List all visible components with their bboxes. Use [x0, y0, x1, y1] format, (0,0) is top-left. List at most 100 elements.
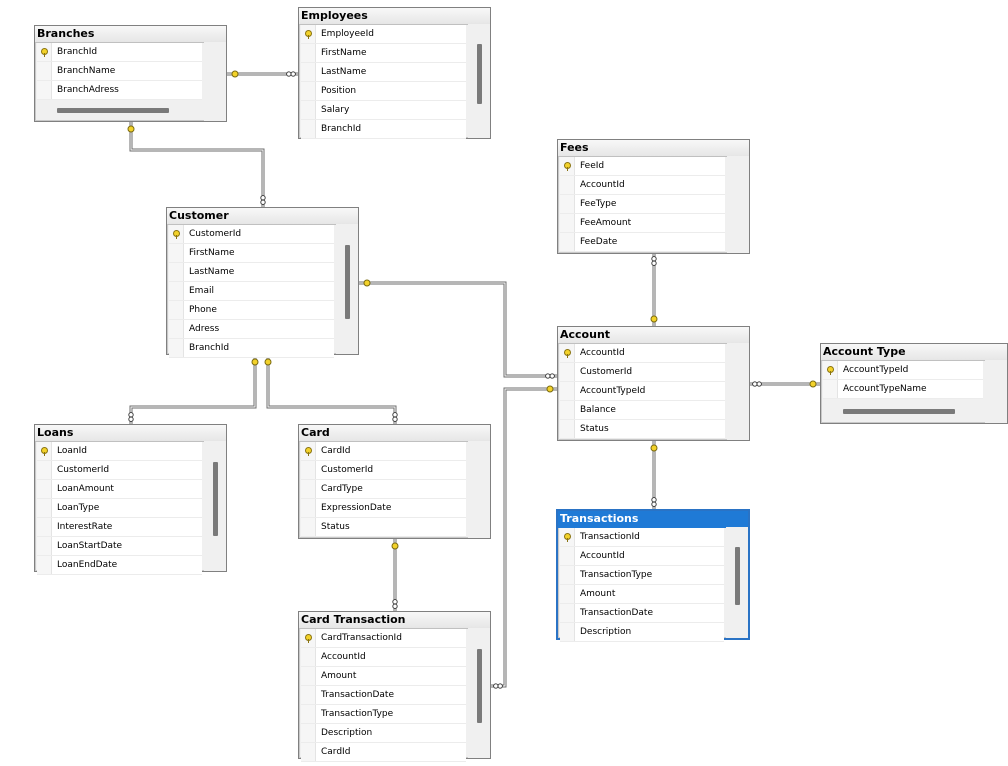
horizontal-scrollbar[interactable]	[57, 108, 169, 113]
column-row[interactable]: Amount	[560, 585, 724, 604]
primary-key-icon	[305, 447, 312, 456]
one-end-key-icon	[231, 70, 239, 78]
column-row[interactable]: CardId	[301, 743, 466, 762]
column-row[interactable]: CustomerId	[169, 225, 334, 244]
primary-key-icon	[41, 48, 48, 57]
vertical-scrollbar[interactable]	[345, 245, 350, 319]
column-row[interactable]: Position	[301, 82, 466, 101]
relationship-customer-card[interactable]	[266, 355, 397, 424]
table-title[interactable]: Fees	[558, 140, 749, 157]
vertical-scrollbar[interactable]	[735, 547, 740, 605]
column-row[interactable]: Balance	[560, 401, 725, 420]
table-title[interactable]: Customer	[167, 208, 358, 225]
table-title[interactable]: Employees	[299, 8, 490, 25]
relationship-customer-loans[interactable]	[129, 355, 257, 424]
column-row[interactable]: LoanType	[37, 499, 202, 518]
column-row[interactable]: AccountId	[560, 344, 725, 363]
column-row[interactable]: LoanAmount	[37, 480, 202, 499]
column-row[interactable]: Description	[560, 623, 724, 642]
table-title[interactable]: Loans	[35, 425, 226, 442]
column-row[interactable]: LastName	[301, 63, 466, 82]
column-row[interactable]: LoanEndDate	[37, 556, 202, 575]
column-row[interactable]: AccountId	[560, 176, 725, 195]
relationship-account-cardtransaction[interactable]	[491, 387, 557, 688]
table-title[interactable]: Card	[299, 425, 490, 442]
column-row[interactable]: AccountId	[301, 648, 466, 667]
column-row[interactable]: CustomerId	[301, 461, 466, 480]
column-row[interactable]: Phone	[169, 301, 334, 320]
column-row[interactable]: Status	[301, 518, 466, 537]
column-row[interactable]: LastName	[169, 263, 334, 282]
vertical-scrollbar[interactable]	[477, 649, 482, 723]
column-row[interactable]: CardId	[301, 442, 466, 461]
column-row[interactable]: CustomerId	[560, 363, 725, 382]
column-name: LoanAmount	[57, 484, 114, 494]
column-name: AccountTypeName	[843, 384, 927, 394]
column-row[interactable]: FeeId	[560, 157, 725, 176]
column-row[interactable]: AccountTypeName	[823, 380, 983, 399]
column-row[interactable]: TransactionId	[560, 528, 724, 547]
column-row[interactable]: Salary	[301, 101, 466, 120]
column-row[interactable]: AccountTypeId	[560, 382, 725, 401]
column-row[interactable]: FirstName	[301, 44, 466, 63]
horizontal-scrollbar[interactable]	[843, 409, 955, 414]
vertical-scrollbar[interactable]	[213, 462, 218, 536]
column-name: TransactionDate	[580, 608, 653, 618]
vertical-scrollbar[interactable]	[477, 44, 482, 104]
table-title[interactable]: Transactions	[558, 511, 748, 528]
relationship-branches-customer[interactable]	[129, 122, 265, 207]
table-title[interactable]: Account	[558, 327, 749, 344]
column-row[interactable]: AccountId	[560, 547, 724, 566]
column-row[interactable]: BranchAdress	[37, 81, 202, 100]
relationship-customer-account[interactable]	[359, 281, 557, 378]
column-row[interactable]: FeeAmount	[560, 214, 725, 233]
column-row[interactable]: Status	[560, 420, 725, 439]
table-title[interactable]: Card Transaction	[299, 612, 490, 629]
column-name: BranchAdress	[57, 85, 119, 95]
column-row[interactable]: FirstName	[169, 244, 334, 263]
column-row[interactable]: FeeType	[560, 195, 725, 214]
column-row[interactable]: Adress	[169, 320, 334, 339]
many-end-infinity-icon	[752, 381, 762, 387]
column-row[interactable]: CardType	[301, 480, 466, 499]
column-name: AccountTypeId	[580, 386, 646, 396]
row-selector	[823, 361, 838, 379]
column-row[interactable]: Description	[301, 724, 466, 743]
one-end-key-icon	[127, 125, 135, 133]
column-row[interactable]: CustomerId	[37, 461, 202, 480]
table-gutter	[468, 441, 490, 538]
column-row[interactable]: CardTransactionId	[301, 629, 466, 648]
column-row[interactable]: BranchName	[37, 62, 202, 81]
column-row[interactable]: TransactionType	[301, 705, 466, 724]
column-row[interactable]: InterestRate	[37, 518, 202, 537]
column-row[interactable]: AccountTypeId	[823, 361, 983, 380]
column-row[interactable]: LoanStartDate	[37, 537, 202, 556]
table-title[interactable]: Account Type	[821, 344, 1007, 361]
column-row[interactable]: BranchId	[169, 339, 334, 358]
column-row[interactable]: Amount	[301, 667, 466, 686]
column-row[interactable]: BranchId	[301, 120, 466, 139]
column-row[interactable]: LoanId	[37, 442, 202, 461]
column-row[interactable]: TransactionType	[560, 566, 724, 585]
column-row[interactable]: EmployeeId	[301, 25, 466, 44]
table-title[interactable]: Branches	[35, 26, 226, 43]
column-row[interactable]: BranchId	[37, 43, 202, 62]
column-row[interactable]: TransactionDate	[560, 604, 724, 623]
column-row[interactable]: TransactionDate	[301, 686, 466, 705]
column-row[interactable]: FeeDate	[560, 233, 725, 252]
primary-key-icon	[173, 230, 180, 239]
column-row[interactable]: ExpressionDate	[301, 499, 466, 518]
column-name: Description	[580, 627, 632, 637]
column-row[interactable]: Email	[169, 282, 334, 301]
